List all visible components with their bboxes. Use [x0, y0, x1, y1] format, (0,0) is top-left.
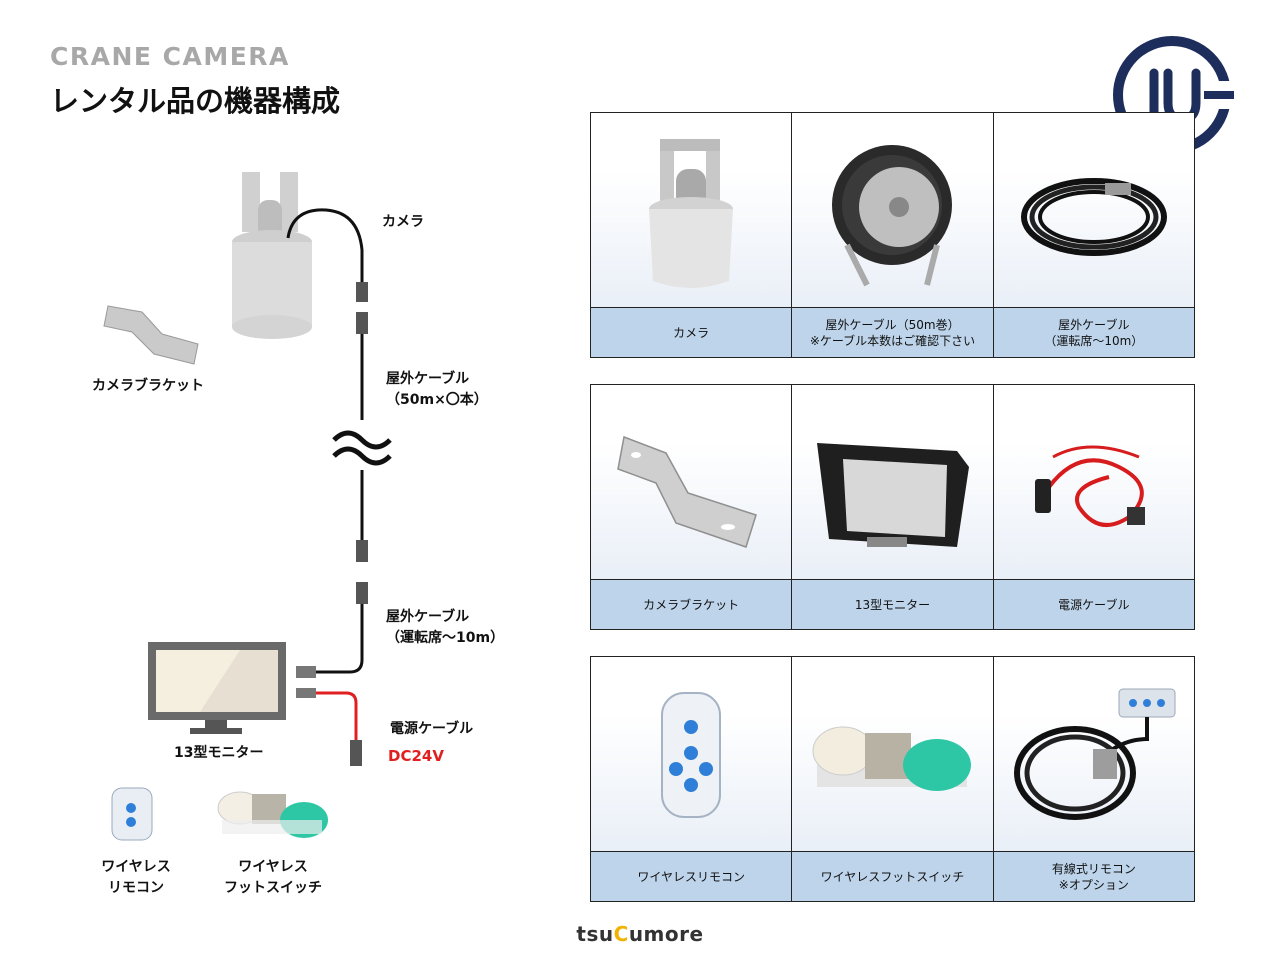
- caption-line: カメラ: [673, 325, 710, 340]
- caption-line: ※オプション: [1058, 877, 1129, 892]
- page-subtitle: CRANE CAMERA: [50, 42, 290, 71]
- wired-remote-photo-icon: [1013, 688, 1176, 820]
- camera-photo-icon: [649, 139, 734, 288]
- caption-line: （運転席～10m）: [1044, 333, 1144, 348]
- label-wireless-remote: ワイヤレス リモコン: [92, 857, 180, 899]
- monitor-hood-photo-icon: [817, 443, 970, 547]
- caption-line: 電源ケーブル: [1058, 597, 1130, 612]
- label-wireless-remote-line2: リモコン: [108, 880, 164, 896]
- equipment-caption: ワイヤレスフットスイッチ: [792, 852, 993, 901]
- equipment-cell: 13型モニター: [792, 385, 993, 629]
- brand-text: umore: [628, 922, 704, 946]
- equipment-cell: 電源ケーブル: [993, 385, 1194, 629]
- cable-reel-photo-icon: [832, 145, 953, 287]
- equipment-cell: 有線式リモコン ※オプション: [993, 657, 1194, 901]
- equipment-cell: カメラブラケット: [591, 385, 792, 629]
- footer-brand: tsuCumore: [0, 922, 1280, 946]
- label-monitor: 13型モニター: [174, 745, 264, 761]
- equipment-caption: 有線式リモコン ※オプション: [993, 852, 1194, 901]
- label-outdoor-cable-1-line2: （50m×〇本）: [386, 392, 488, 408]
- caption-line: 屋外ケーブル（50m巻）: [825, 317, 960, 332]
- equipment-panel-1: カメラ 屋外ケーブル（50m巻） ※ケーブル本数はご確認下さい: [590, 112, 1195, 358]
- camera-illustration-icon: [232, 172, 312, 339]
- foot-switch-photo-icon: [812, 726, 972, 791]
- label-camera: カメラ: [382, 214, 424, 230]
- label-wireless-foot-switch-line2: フットスイッチ: [224, 880, 322, 896]
- label-outdoor-cable-2-line1: 屋外ケーブル: [386, 609, 470, 625]
- equipment-caption: カメラブラケット: [591, 580, 792, 629]
- equipment-cell: カメラ: [591, 113, 792, 357]
- caption-line: ワイヤレスリモコン: [637, 869, 745, 884]
- page-title: レンタル品の機器構成: [50, 84, 341, 118]
- brand-accent-letter: C: [613, 922, 629, 946]
- label-outdoor-cable-1-line1: 屋外ケーブル: [386, 371, 470, 387]
- remote-illustration-icon: [111, 787, 153, 841]
- label-outdoor-cable-2-line2: （運転席～10m）: [386, 630, 505, 646]
- equipment-caption: 屋外ケーブル （運転席～10m）: [993, 308, 1194, 357]
- monitor-illustration-icon: [148, 642, 286, 734]
- foot-switch-illustration-icon: [217, 791, 328, 838]
- equipment-cell: 屋外ケーブル（50m巻） ※ケーブル本数はご確認下さい: [792, 113, 993, 357]
- caption-line: カメラブラケット: [643, 597, 740, 612]
- label-power-cable: 電源ケーブル: [390, 721, 474, 737]
- equipment-caption: 電源ケーブル: [993, 580, 1194, 629]
- coiled-cable-photo-icon: [1020, 178, 1167, 256]
- label-wireless-remote-line1: ワイヤレス: [101, 859, 171, 875]
- diagram-drawing: [103, 172, 392, 841]
- label-wireless-foot-switch: ワイヤレス フットスイッチ: [214, 857, 332, 899]
- equipment-caption: 13型モニター: [792, 580, 993, 629]
- caption-line: 屋外ケーブル: [1058, 317, 1130, 332]
- bracket-illustration-icon: [103, 305, 199, 365]
- label-wireless-foot-switch-line1: ワイヤレス: [238, 859, 308, 875]
- equipment-caption: カメラ: [591, 308, 792, 357]
- caption-line: 13型モニター: [854, 597, 931, 612]
- caption-line: ワイヤレスフットスイッチ: [820, 869, 965, 884]
- equipment-cell: ワイヤレスリモコン: [591, 657, 792, 901]
- caption-line: 有線式リモコン: [1051, 861, 1136, 876]
- equipment-panel-3: ワイヤレスリモコン ワイヤレスフットスイッチ: [590, 656, 1195, 902]
- equipment-cell: 屋外ケーブル （運転席～10m）: [993, 113, 1194, 357]
- power-cable-photo-icon: [1034, 445, 1145, 527]
- label-voltage: DC24V: [388, 747, 444, 765]
- equipment-cell: ワイヤレスフットスイッチ: [792, 657, 993, 901]
- equipment-panel-2: カメラブラケット 13型モニター 電源ケーブル: [590, 384, 1195, 630]
- brand-text: tsu: [576, 922, 614, 946]
- caption-line: ※ケーブル本数はご確認下さい: [809, 333, 976, 348]
- equipment-caption: 屋外ケーブル（50m巻） ※ケーブル本数はご確認下さい: [792, 308, 993, 357]
- equipment-caption: ワイヤレスリモコン: [591, 852, 792, 901]
- system-diagram: カメラ カメラブラケット 屋外ケーブル （50m×〇本） 屋外ケーブル （運転席…: [0, 0, 580, 960]
- label-camera-bracket: カメラブラケット: [92, 378, 204, 394]
- bracket-photo-icon: [617, 435, 758, 548]
- wireless-remote-photo-icon: [661, 692, 722, 818]
